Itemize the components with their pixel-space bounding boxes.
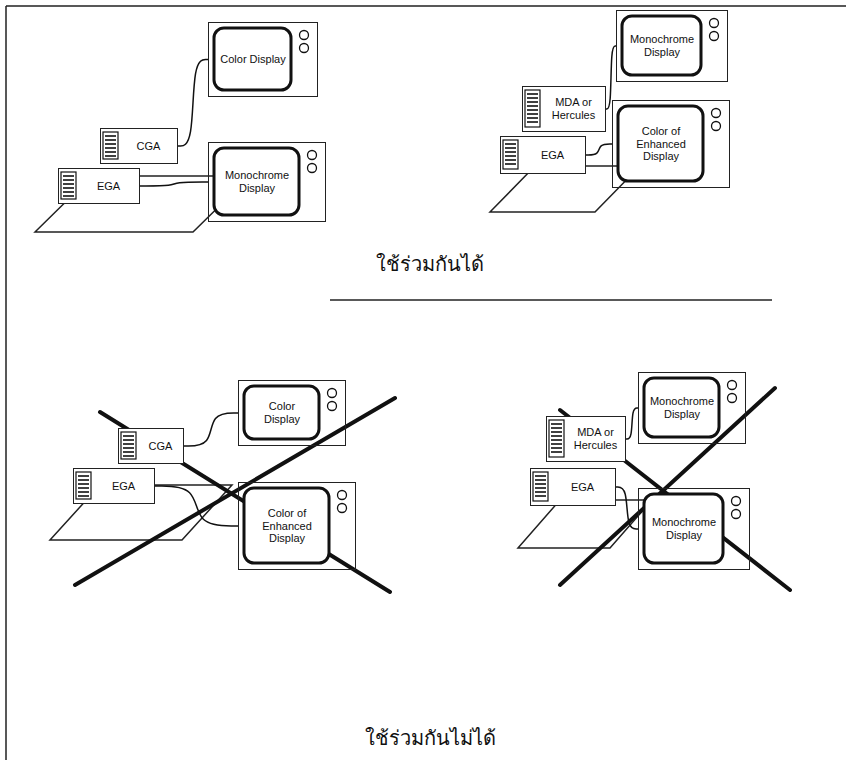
- video-cable: [140, 182, 208, 186]
- adapter-card: EGA: [530, 468, 616, 506]
- display-label: Monochrome Display: [627, 33, 697, 58]
- card-label: MDA or Hercules: [547, 96, 600, 121]
- display-label: Color Display: [219, 53, 286, 66]
- display-monitor: Monochrome Display: [208, 142, 326, 222]
- display-monitor: Monochrome Display: [638, 372, 746, 444]
- circuit-board: [35, 166, 652, 548]
- adapter-card: EGA: [73, 468, 155, 504]
- display-label: Color of Enhanced Display: [623, 125, 699, 163]
- adapter-card: CGA: [118, 428, 184, 464]
- video-cable: [184, 413, 238, 446]
- video-cable: [178, 60, 208, 147]
- display-monitor: Color Display: [238, 380, 346, 446]
- divider-line: [330, 299, 772, 301]
- display-monitor: Color of Enhanced Display: [238, 482, 356, 570]
- display-monitor: Color Display: [208, 22, 318, 97]
- video-cable: [155, 486, 238, 526]
- display-label: Color Display: [249, 400, 315, 425]
- display-label: Color of Enhanced Display: [249, 507, 325, 545]
- display-monitor: Color of Enhanced Display: [612, 100, 730, 188]
- card-label: CGA: [136, 140, 162, 153]
- display-monitor: Monochrome Display: [616, 10, 728, 82]
- video-cable: [626, 408, 638, 439]
- card-label: EGA: [96, 180, 121, 193]
- display-label: Monochrome Display: [649, 395, 715, 420]
- display-label: Monochrome Display: [219, 169, 295, 194]
- card-label: EGA: [540, 149, 565, 162]
- display-monitor: Monochrome Display: [638, 488, 750, 570]
- adapter-card: EGA: [58, 168, 140, 204]
- video-cable: [586, 144, 612, 155]
- caption-label: ใช้ร่วมกันได้: [372, 248, 488, 280]
- adapter-card: MDA or Hercules: [522, 86, 606, 132]
- card-label: CGA: [148, 440, 174, 453]
- display-label: Monochrome Display: [649, 516, 719, 541]
- adapter-card: MDA or Hercules: [546, 416, 626, 462]
- picture-frame: [6, 6, 846, 760]
- card-label: EGA: [570, 481, 595, 494]
- adapter-card: CGA: [100, 128, 178, 164]
- adapter-card: EGA: [500, 136, 586, 174]
- card-label: MDA or Hercules: [571, 426, 620, 451]
- card-label: EGA: [111, 480, 136, 493]
- caption-label: ใช้ร่วมกันไม่ได้: [361, 722, 500, 754]
- video-cable: [616, 487, 638, 529]
